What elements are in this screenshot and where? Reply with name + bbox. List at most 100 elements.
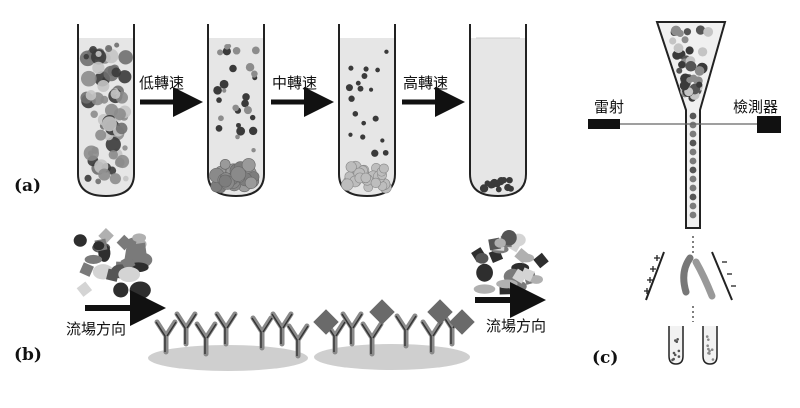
antibody-6 bbox=[270, 311, 294, 347]
particle bbox=[355, 80, 361, 86]
tube-air-gap bbox=[340, 24, 394, 38]
particle bbox=[384, 49, 389, 54]
antibody-body bbox=[286, 323, 310, 359]
antigen-mixture-left bbox=[73, 228, 153, 299]
antibody-edge bbox=[395, 315, 417, 346]
arrow-label-low-speed: 低轉速 bbox=[139, 74, 185, 92]
single-file-cell bbox=[689, 121, 697, 129]
tube-outline bbox=[338, 24, 396, 198]
antigen-shape bbox=[76, 281, 93, 297]
antibody-edge bbox=[155, 321, 177, 352]
particle bbox=[222, 88, 227, 93]
particle bbox=[251, 70, 258, 78]
particle bbox=[242, 93, 250, 101]
collected-cell bbox=[677, 349, 681, 353]
cell bbox=[679, 80, 690, 91]
antibody-11 bbox=[394, 313, 418, 349]
collected-cell bbox=[707, 351, 710, 355]
antibody-edge bbox=[271, 313, 293, 344]
particle bbox=[83, 53, 89, 60]
antibody-3 bbox=[194, 321, 218, 357]
particle bbox=[241, 99, 249, 108]
tube-air-gap bbox=[471, 24, 525, 38]
antibody-1 bbox=[154, 319, 178, 355]
cell bbox=[678, 60, 686, 69]
pellet-medium bbox=[370, 177, 381, 188]
cell bbox=[670, 25, 682, 36]
detector-label: 檢測器 bbox=[733, 98, 779, 116]
tube-air-gap bbox=[209, 24, 263, 38]
antigen-shape bbox=[494, 238, 506, 248]
bound-antigen-2 bbox=[369, 299, 395, 325]
pellet-small bbox=[504, 183, 512, 192]
pellet-medium bbox=[341, 178, 354, 191]
collected-cell bbox=[671, 358, 674, 362]
antigen-shape bbox=[106, 268, 120, 282]
particle bbox=[95, 129, 107, 141]
particle bbox=[95, 50, 102, 58]
particle bbox=[97, 79, 110, 92]
antibody-edge bbox=[421, 321, 443, 352]
antibody-body bbox=[394, 313, 418, 349]
particle bbox=[109, 173, 121, 185]
antibody-edge bbox=[195, 323, 217, 354]
single-file-cell bbox=[689, 184, 697, 192]
antigen-shape bbox=[129, 281, 151, 299]
pellet-small bbox=[495, 186, 502, 193]
particle bbox=[84, 174, 92, 182]
single-file-cell bbox=[689, 202, 697, 210]
particle bbox=[90, 110, 98, 118]
arrow-label-mid-speed: 中轉速 bbox=[272, 74, 318, 92]
centrifuge-tube-1 bbox=[77, 24, 135, 198]
antigen-mixture-right bbox=[471, 229, 549, 295]
collected-cell bbox=[705, 335, 709, 338]
detector bbox=[757, 116, 781, 133]
particle bbox=[375, 67, 380, 73]
antigen-shape bbox=[116, 234, 133, 251]
panel-b-label: (b) bbox=[14, 345, 42, 365]
cell bbox=[685, 60, 697, 72]
particle bbox=[219, 79, 229, 89]
cell bbox=[673, 43, 684, 54]
particle bbox=[382, 149, 389, 156]
particle bbox=[95, 178, 102, 185]
particle bbox=[361, 120, 367, 126]
particle bbox=[104, 48, 119, 64]
collected-cell bbox=[672, 351, 676, 355]
antibody-body bbox=[214, 311, 238, 347]
particle bbox=[85, 90, 97, 101]
centrifuge-tube-2 bbox=[207, 24, 265, 198]
particle bbox=[345, 84, 353, 92]
pellet-large bbox=[241, 158, 256, 172]
pellet-medium bbox=[360, 172, 372, 184]
single-file-cell bbox=[689, 166, 697, 174]
particle bbox=[215, 125, 223, 132]
particle bbox=[216, 97, 222, 103]
particle bbox=[372, 115, 379, 122]
antibody-edge bbox=[175, 313, 197, 344]
pellet-small bbox=[487, 181, 495, 189]
particle bbox=[251, 46, 260, 55]
particle bbox=[236, 122, 241, 128]
plus-sign bbox=[654, 255, 660, 261]
particle bbox=[101, 116, 117, 132]
antibody-body bbox=[420, 319, 444, 355]
antibody-body bbox=[154, 319, 178, 355]
collected-cell bbox=[711, 358, 715, 361]
antibody-edge bbox=[215, 313, 237, 344]
particle bbox=[368, 87, 374, 92]
particle bbox=[251, 148, 256, 153]
panel-c-label: (c) bbox=[592, 348, 619, 368]
tube-liquid bbox=[470, 24, 526, 196]
single-file-cell bbox=[689, 148, 697, 156]
flow-direction-label-right: 流場方向 bbox=[486, 317, 547, 335]
pellet-large bbox=[218, 174, 232, 188]
antibody-4 bbox=[214, 311, 238, 347]
collection-tube-2 bbox=[702, 326, 718, 365]
cell bbox=[703, 26, 714, 37]
antibody-2 bbox=[174, 311, 198, 347]
particle bbox=[98, 168, 111, 181]
particle bbox=[115, 154, 130, 169]
